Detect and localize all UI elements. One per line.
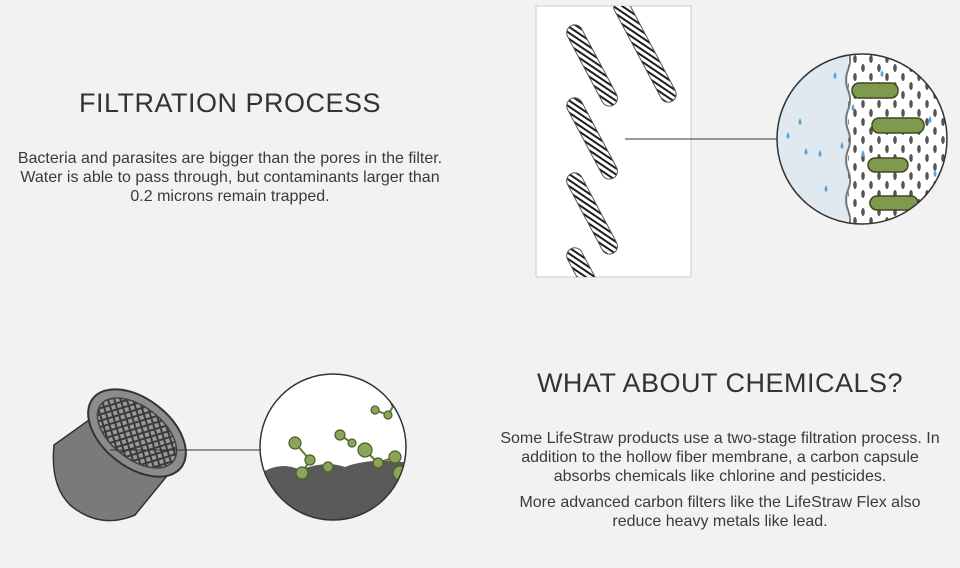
chemicals-heading: WHAT ABOUT CHEMICALS? xyxy=(536,368,904,398)
membrane-illustration xyxy=(535,5,948,278)
membrane-panel xyxy=(535,5,692,278)
chemicals-paragraph-2: More advanced carbon filters like the Li… xyxy=(519,494,921,530)
filtration-description: Bacteria and parasites are bigger than t… xyxy=(17,150,443,205)
filtration-heading: FILTRATION PROCESS xyxy=(78,88,382,118)
hollow-fiber-pores xyxy=(566,6,677,277)
bacteria xyxy=(851,82,925,211)
chemicals-section: WHAT ABOUT CHEMICALS? Some LifeStraw pro… xyxy=(495,368,945,531)
carbon-capsule-illustration xyxy=(52,373,407,522)
membrane-zoom xyxy=(777,54,947,224)
filtration-section: FILTRATION PROCESS Bacteria and parasite… xyxy=(10,88,450,206)
carbon-capsule xyxy=(52,388,187,522)
chemicals-paragraph-1: Some LifeStraw products use a two-stage … xyxy=(500,430,940,485)
